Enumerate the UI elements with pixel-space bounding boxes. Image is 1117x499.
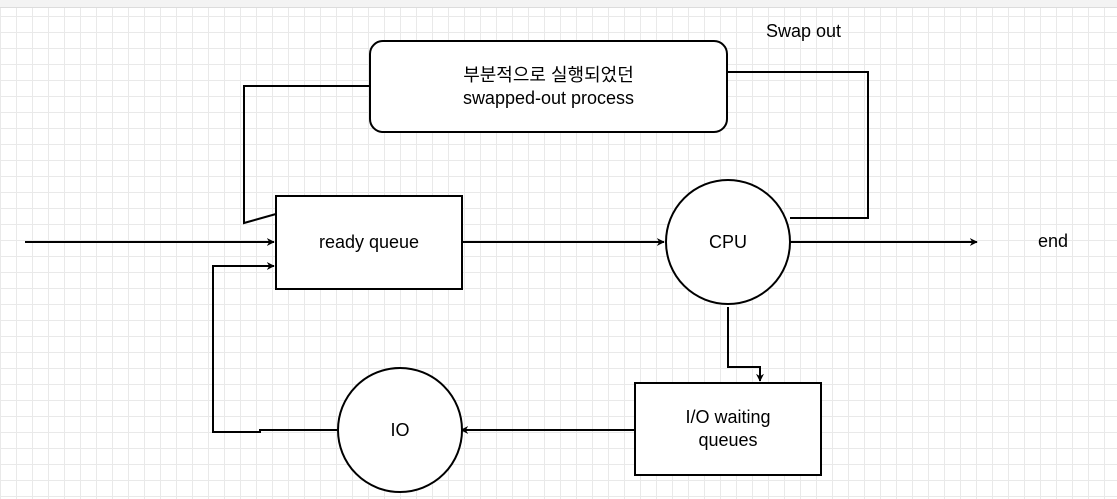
cpu-label: CPU xyxy=(708,231,747,252)
canvas-top-strip xyxy=(0,0,1117,8)
ready-queue-box[interactable]: ready queue xyxy=(275,195,463,290)
edge-cpu-swap-out xyxy=(728,71,869,219)
swapped-out-process-box[interactable]: 부분적으로 실행되었던 swapped-out process xyxy=(369,40,728,133)
cpu-circle[interactable]: CPU xyxy=(665,179,791,305)
edge-io-to-ready xyxy=(212,262,337,433)
io-waiting-label-line1: I/O waiting xyxy=(685,407,771,427)
swapped-out-process-label: swapped-out process xyxy=(462,87,635,108)
io-circle[interactable]: IO xyxy=(337,367,463,493)
end-label: end xyxy=(1038,231,1069,251)
swapped-out-process-label-korean: 부분적으로 실행되었던 xyxy=(463,64,634,85)
ready-queue-label: ready queue xyxy=(318,232,420,252)
io-waiting-queues-box[interactable]: I/O waiting queues xyxy=(634,382,822,476)
io-label: IO xyxy=(390,419,410,440)
edge-cpu-to-io-queue xyxy=(727,307,764,382)
edge-swapped-to-ready xyxy=(243,85,369,225)
swap-out-label: Swap out xyxy=(766,21,842,41)
io-waiting-label-line2: queues xyxy=(698,430,758,450)
